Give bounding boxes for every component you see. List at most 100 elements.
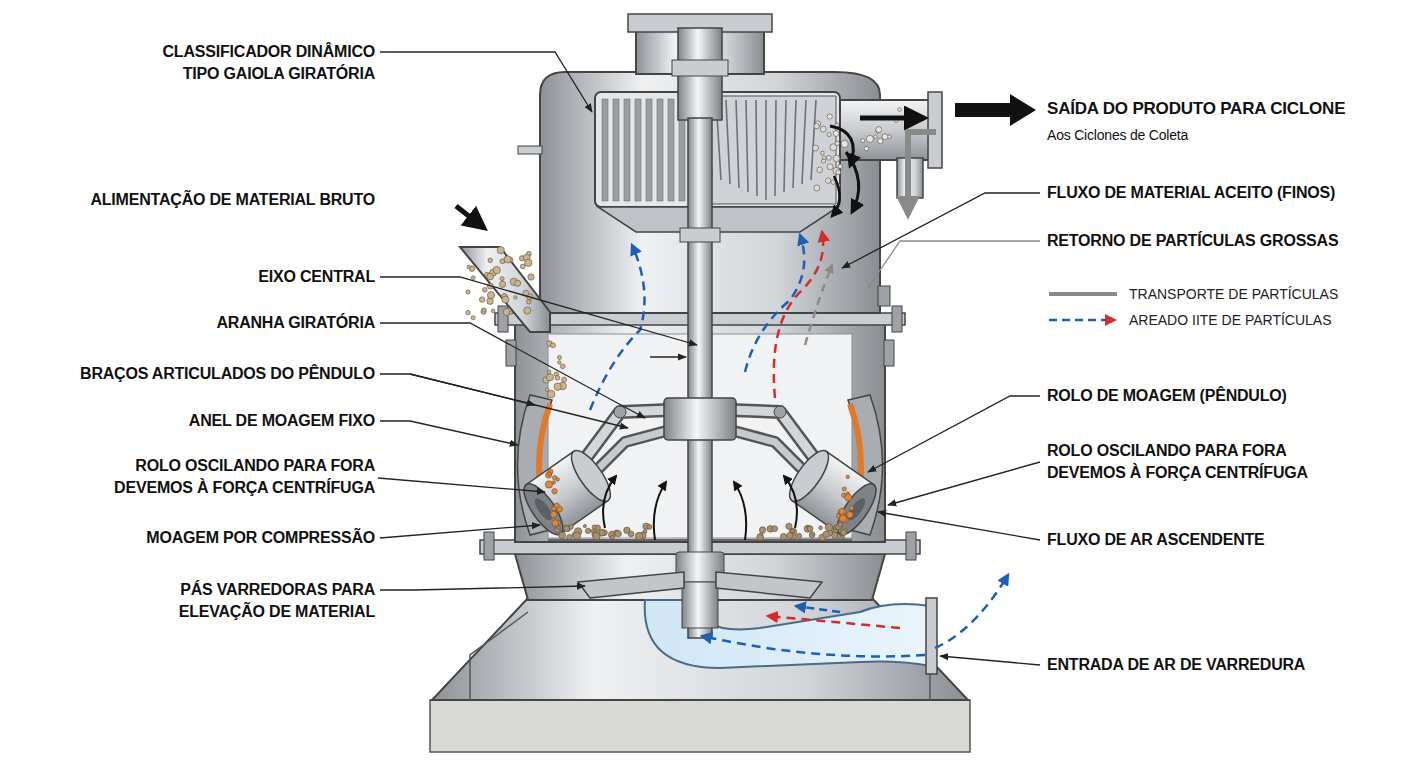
material-particles-part — [528, 274, 534, 280]
material-particles-part — [552, 489, 557, 494]
grinding-ring — [518, 395, 883, 535]
leader-lines-part — [650, 356, 686, 357]
leader-lines-part — [380, 525, 540, 538]
flow-arrows-part — [805, 265, 832, 345]
flow-arrows-part — [935, 575, 1008, 648]
legend-line — [1049, 319, 1105, 322]
flow-arrows-part — [603, 476, 616, 528]
outlet-label: SAÍDA DO PRODUTO PARA CICLONE — [1047, 98, 1345, 120]
legend-sample — [1047, 310, 1119, 330]
material-particles-part — [560, 364, 565, 369]
material-particles-part — [817, 167, 823, 173]
material-particles-part — [772, 526, 778, 532]
material-particles-part — [466, 310, 470, 314]
material-particles-part — [488, 258, 493, 263]
material-particles-part — [823, 531, 829, 537]
material-particles-part — [564, 526, 570, 532]
classifier-cage-part — [668, 99, 674, 201]
grinding-rollers-part-part — [830, 478, 882, 540]
leader-lines-part — [868, 241, 1040, 288]
central-shaft-part — [672, 60, 728, 76]
legend-sample — [1047, 284, 1119, 304]
material-particles-part — [845, 494, 852, 501]
flow-arrows-part — [846, 152, 859, 212]
legend-text: AREADO IITE DE PARTÍCULAS — [1129, 312, 1332, 328]
material-particles-part — [787, 532, 793, 538]
flow-arrows-part — [768, 616, 900, 628]
roller-label: ROLO DE MOAGEM (PÊNDULO) — [1047, 385, 1287, 407]
upper-housing-part — [878, 286, 890, 306]
classifier-cage-part — [726, 100, 730, 184]
spider-arms-part — [597, 430, 670, 470]
return-label: RETORNO DE PARTÍCULAS GROSSAS — [1047, 230, 1338, 252]
classifier-cage-part — [602, 99, 608, 201]
material-particles-part — [842, 487, 846, 491]
classifier-cage-part — [784, 100, 786, 192]
material-particles-part — [554, 383, 561, 390]
material-particles-part — [827, 164, 833, 170]
flow-arrows-part — [955, 94, 1036, 126]
material-particles-part — [592, 525, 596, 529]
material-particles-part — [814, 123, 819, 128]
classifier-cage-part — [613, 99, 619, 201]
material-particles-part — [882, 134, 888, 140]
classifier-cage-part — [746, 100, 748, 192]
material-particles-part — [849, 506, 853, 510]
material-particles-part — [840, 515, 847, 522]
classifier-cage-part — [624, 99, 630, 201]
material-particles-part — [552, 481, 555, 484]
central-shaft-part — [680, 228, 720, 242]
material-particles-part — [487, 292, 494, 299]
material-particles-part — [759, 527, 765, 533]
classifier-cage-part — [646, 99, 652, 201]
grinding-rollers-part-part — [565, 445, 617, 507]
material-particles-part — [786, 523, 792, 529]
material-particles-part — [546, 374, 553, 381]
material-particles-part — [504, 256, 511, 263]
flow-arrows — [456, 94, 1036, 656]
material-particles-part — [827, 114, 832, 119]
leader-lines-part — [842, 193, 1040, 268]
spider-arms-part — [597, 430, 670, 470]
material-particles-part — [847, 511, 854, 518]
material-particles-part — [562, 377, 567, 382]
flow-arrows-part — [456, 206, 484, 228]
material-particles-part — [573, 532, 580, 539]
material-particles-part — [833, 131, 839, 137]
flow-arrows-part — [784, 476, 797, 528]
material-particles-part — [831, 180, 836, 185]
material-particles-part — [527, 300, 531, 304]
flow-arrows-part — [702, 636, 925, 656]
compression-label: MOAGEM POR COMPRESSÃO — [146, 527, 375, 549]
spider-arms-part — [614, 406, 626, 418]
outlet-pipe — [840, 92, 942, 198]
material-particles-part — [545, 481, 552, 488]
material-particles-part — [810, 534, 814, 538]
fines-label: FLUXO DE MATERIAL ACEITO (FINOS) — [1047, 182, 1335, 204]
material-particles-part — [610, 535, 614, 539]
air-inlet-label: ENTRADA DE AR DE VARREDURA — [1047, 654, 1305, 676]
leader-lines-part — [380, 586, 585, 590]
material-particles-part — [497, 247, 504, 254]
leader-lines — [378, 52, 1040, 665]
grinding-rollers-part-part — [783, 445, 835, 507]
leader-lines-part — [378, 478, 545, 492]
roller-swing-label: ROLO OSCILANDO PARA FORA DEVEMOS À FORÇA… — [95, 455, 375, 499]
central-shaft-part — [682, 582, 718, 628]
material-particles-part — [525, 259, 532, 266]
spider-arms-part — [774, 406, 786, 418]
material-particles-part — [838, 523, 842, 527]
material-particles-part — [552, 520, 559, 527]
legend-item: TRANSPORTE DE PARTÍCULAS — [1047, 282, 1338, 306]
material-particles-part — [585, 528, 590, 533]
outlet-sublabel: Aos Ciclones de Coleta — [1047, 124, 1188, 146]
legend-text: TRANSPORTE DE PARTÍCULAS — [1129, 286, 1338, 302]
sweeper-blades-part — [578, 572, 684, 598]
material-particles-part — [780, 533, 786, 539]
grinding-chamber-part — [892, 306, 902, 332]
spider-arms-part — [664, 398, 736, 440]
mill-base-part — [484, 532, 494, 560]
classifier-cage-part — [736, 100, 739, 188]
material-particles-part — [524, 307, 531, 314]
